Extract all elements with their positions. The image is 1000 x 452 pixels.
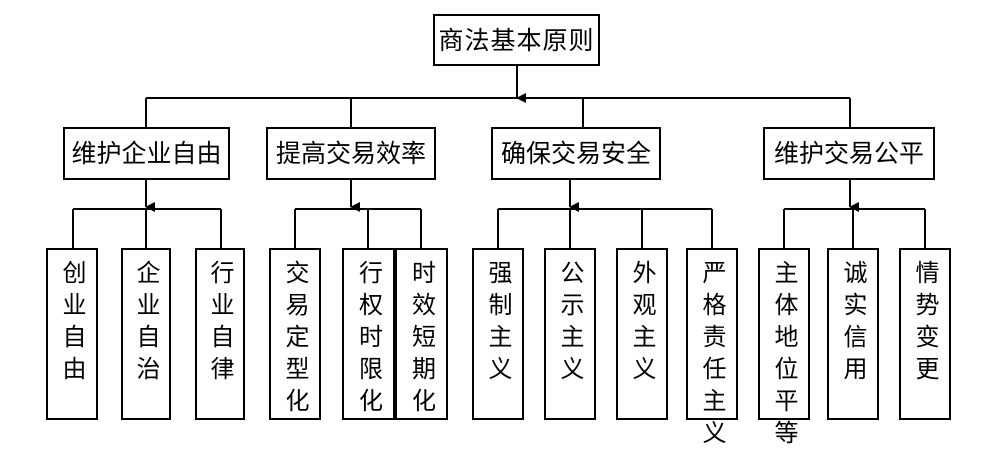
- leaf-node: 严格责任主义: [686, 248, 738, 452]
- leaf-node-label: 诚实信用: [839, 260, 867, 388]
- principles-tree-diagram: 商法基本原则 维护企业自由 提高交易效率 确保交易安全 维护交易公平 创业自由 …: [46, 14, 951, 452]
- leaf-node: 企业自治: [121, 248, 171, 420]
- leaf-node: 诚实信用: [827, 248, 879, 420]
- principle-node-2: 提高交易效率: [266, 127, 436, 180]
- leaf-node-label: 创业自由: [58, 260, 86, 388]
- leaf-node-label: 行权时限化: [354, 260, 383, 420]
- principle-node-4: 维护交易公平: [763, 127, 935, 180]
- leaf-node: 公示主义: [544, 248, 596, 420]
- leaf-node: 时效短期化: [395, 248, 448, 420]
- root-node: 商法基本原则: [433, 14, 600, 66]
- leaf-node: 情势变更: [899, 248, 951, 420]
- principle-node-label: 确保交易安全: [500, 139, 651, 168]
- connector-lines: [72, 64, 926, 248]
- leaf-node-label: 交易定型化: [281, 260, 309, 420]
- leaf-node-label: 时效短期化: [407, 260, 436, 420]
- leaf-node: 交易定型化: [269, 248, 321, 420]
- principle-node-label: 维护交易公平: [773, 139, 924, 168]
- leaf-node: 主体地位平等: [758, 248, 810, 452]
- leaf-node: 行业自律: [195, 248, 245, 420]
- leaf-node: 创业自由: [46, 248, 98, 420]
- leaf-node-label: 企业自治: [132, 260, 160, 388]
- principle-node-1: 维护企业自由: [63, 127, 230, 180]
- leaf-node: 外观主义: [616, 248, 668, 420]
- leaf-node-label: 公示主义: [556, 260, 584, 388]
- leaf-node-label: 行业自律: [206, 260, 234, 388]
- leaf-node: 行权时限化: [342, 248, 395, 420]
- leaf-node-label: 严格责任主义: [698, 260, 726, 452]
- leaf-node: 强制主义: [472, 248, 524, 420]
- principle-node-3: 确保交易安全: [491, 127, 661, 180]
- principle-node-label: 维护企业自由: [71, 139, 222, 168]
- leaf-node-label: 主体地位平等: [770, 260, 798, 452]
- leaf-node-label: 强制主义: [484, 260, 512, 388]
- leaf-node-label: 情势变更: [911, 260, 939, 388]
- root-node-label: 商法基本原则: [438, 25, 595, 55]
- principle-node-label: 提高交易效率: [275, 139, 426, 168]
- leaf-node-label: 外观主义: [628, 260, 656, 388]
